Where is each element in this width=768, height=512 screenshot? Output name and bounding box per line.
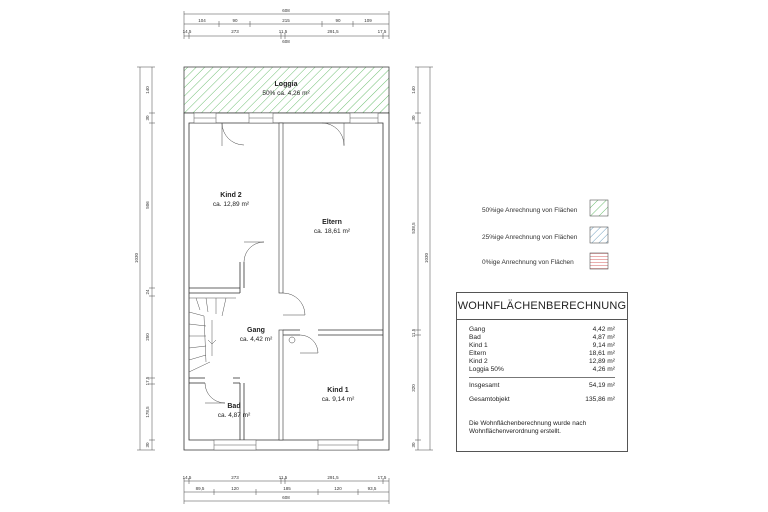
drain-symbol	[288, 336, 296, 344]
right-segment-dimension: 140	[411, 86, 416, 94]
summary-row: Loggia 50%4,26 m²	[469, 366, 615, 373]
left-segment-dimension: 17,5	[145, 376, 150, 385]
bottom-dimensions	[183, 478, 390, 504]
legend-label: 50%ige Anrechnung von Flächen	[482, 207, 578, 214]
top-detail-dimension: 11,5	[279, 29, 288, 34]
legend: 50%ige Anrechnung von Flächen 25%ige Anr…	[482, 199, 609, 270]
loggia-area	[183, 66, 390, 114]
top-segment-dimension: 215	[282, 18, 290, 23]
top-segment-dimension: 90	[335, 18, 341, 23]
bottom-detail-dimension: 14,5	[183, 475, 192, 480]
windows	[193, 112, 379, 451]
room-area-loggia: 50% ca. 4,26 m²	[262, 90, 310, 97]
bottom-detail-dimension: 273	[231, 475, 239, 480]
right-total-dimension: 1030	[424, 252, 429, 263]
walls	[183, 112, 390, 451]
bottom-detail-dimension: 291,5	[327, 475, 339, 480]
left-segment-dimension: 24	[145, 289, 150, 295]
bottom-detail-dimension: 17,5	[378, 475, 387, 480]
right-segment-dimension: 30	[411, 115, 416, 121]
bottom-segment-dimension: 89,5	[196, 486, 205, 491]
bottom-total-dimension: 608	[282, 495, 290, 500]
legend-swatch-0	[589, 252, 609, 270]
legend-label: 0%ige Anrechnung von Flächen	[482, 259, 574, 266]
room-area-kind2: ca. 12,89 m²	[213, 201, 250, 208]
stairs	[188, 297, 236, 373]
top-total-dimension: 608	[282, 8, 290, 13]
room-area-bad: ca. 4,87 m²	[218, 412, 251, 419]
bottom-segment-dimension: 185	[283, 486, 291, 491]
bottom-segment-dimension: 93,5	[368, 486, 377, 491]
top-dimensions	[183, 11, 390, 39]
top-detail-dimension: 273	[231, 29, 239, 34]
room-name-gang: Gang	[247, 327, 265, 334]
left-segment-dimension: 30	[145, 115, 150, 121]
legend-swatch-25	[589, 226, 609, 244]
doors	[204, 122, 345, 404]
room-name-eltern: Eltern	[322, 219, 342, 226]
top-segment-dimension: 90	[232, 18, 238, 23]
summary-separator	[469, 377, 615, 378]
bottom-segment-dimension: 120	[334, 486, 342, 491]
room-area-gang: ca. 4,42 m²	[240, 336, 273, 343]
top-detail-dimension: 14,5	[183, 29, 192, 34]
room-name-kind1: Kind 1	[327, 387, 348, 394]
top-detail-dimension: 291,5	[327, 29, 339, 34]
top-segment-dimension: 104	[198, 18, 206, 23]
right-segment-dimension: 11,5	[411, 328, 416, 337]
room-area-eltern: ca. 18,61 m²	[314, 228, 351, 235]
right-dimensions	[415, 66, 433, 451]
left-segment-dimension: 506	[145, 201, 150, 209]
legend-label: 25%ige Anrechnung von Flächen	[482, 234, 578, 241]
left-total-dimension: 1030	[134, 252, 139, 263]
bottom-detail-dimension: 11,5	[279, 475, 288, 480]
bottom-segment-dimension: 120	[231, 486, 239, 491]
left-dimensions	[137, 66, 155, 451]
room-name-bad: Bad	[227, 403, 240, 410]
room-name-loggia: Loggia	[275, 81, 298, 88]
top-inner-total-dimension: 608	[282, 39, 290, 44]
summary-note: Die Wohnflächenberechnung wurde nach Woh…	[469, 420, 587, 435]
top-segment-dimension: 109	[364, 18, 372, 23]
left-segment-dimension: 30	[145, 442, 150, 448]
right-segment-dimension: 538,5	[411, 222, 416, 234]
room-area-kind1: ca. 9,14 m²	[322, 396, 355, 403]
right-segment-dimension: 30	[411, 442, 416, 448]
legend-swatch-50	[589, 199, 609, 217]
left-segment-dimension: 178,5	[145, 406, 150, 418]
top-detail-dimension: 17,5	[378, 29, 387, 34]
room-name-kind2: Kind 2	[220, 192, 241, 199]
left-segment-dimension: 140	[145, 86, 150, 94]
left-segment-dimension: 250	[145, 333, 150, 341]
summary-title: WOHNFLÄCHENBERECHNUNG	[457, 293, 627, 320]
right-segment-dimension: 320	[411, 384, 416, 392]
